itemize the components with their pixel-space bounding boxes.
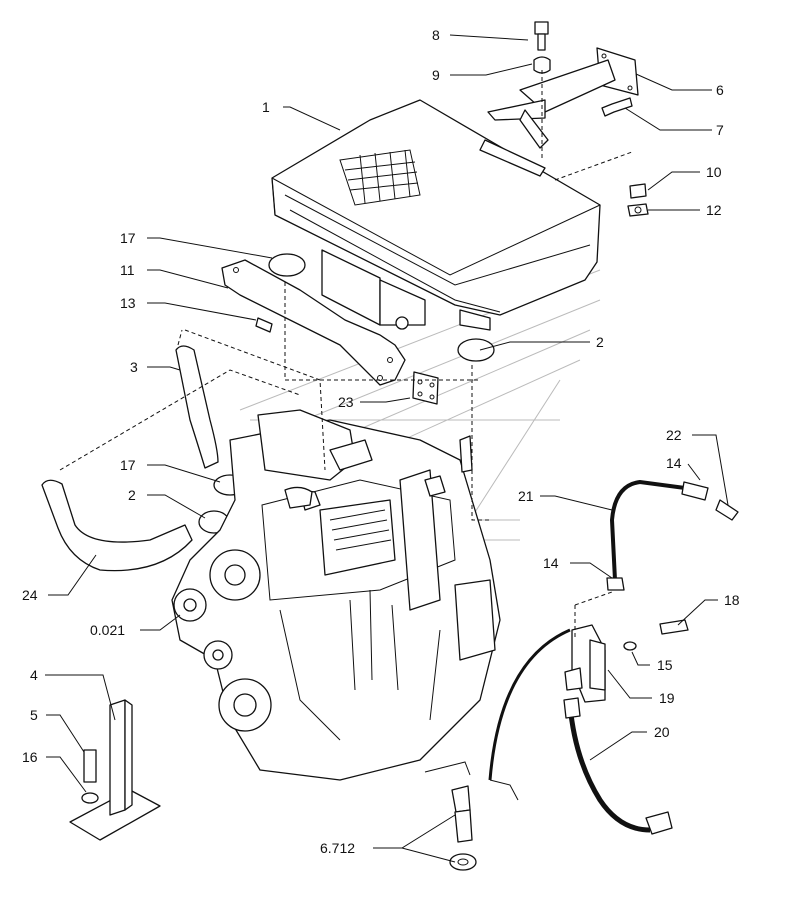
callout-5: 5 [30,707,38,723]
callout-16: 16 [22,749,38,765]
callout-10: 10 [706,164,722,180]
hydraulic-lines [424,479,739,835]
intake-hoses [41,345,219,572]
mounting-bracket [487,47,639,149]
air-filter-housing [271,99,601,331]
callout-19: 19 [659,690,675,706]
callout-labels: 8 9 1 6 7 10 12 17 11 13 2 3 23 22 14 17… [22,27,740,856]
leader-lines [45,34,729,863]
callout-2-lower: 2 [128,487,136,503]
callout-11: 11 [120,262,135,278]
callout-13: 13 [120,295,136,311]
support-stand [69,699,161,841]
callout-18: 18 [724,592,740,608]
callout-4: 4 [30,667,38,683]
callout-9: 9 [432,67,440,83]
callout-23: 23 [338,394,354,410]
callout-3: 3 [130,359,138,375]
callout-24: 24 [22,587,38,603]
hardware-bolts-nuts [533,21,649,217]
assembly-dashed-lines [59,70,633,640]
callout-12: 12 [706,202,722,218]
callout-17-upper: 17 [120,230,136,246]
engine-assembly [171,409,501,781]
callout-14-upper: 14 [666,455,682,471]
callout-17-lower: 17 [120,457,136,473]
callout-7: 7 [716,122,724,138]
callout-20: 20 [654,724,670,740]
callout-15: 15 [657,657,673,673]
callout-21: 21 [518,488,534,504]
callout-0021: 0.021 [90,622,125,638]
callout-8: 8 [432,27,440,43]
engine-mount [449,785,477,871]
callout-2-upper: 2 [596,334,604,350]
callout-6712: 6.712 [320,840,355,856]
callout-22: 22 [666,427,682,443]
callout-6: 6 [716,82,724,98]
callout-1: 1 [262,99,270,115]
callout-14-lower: 14 [543,555,559,571]
